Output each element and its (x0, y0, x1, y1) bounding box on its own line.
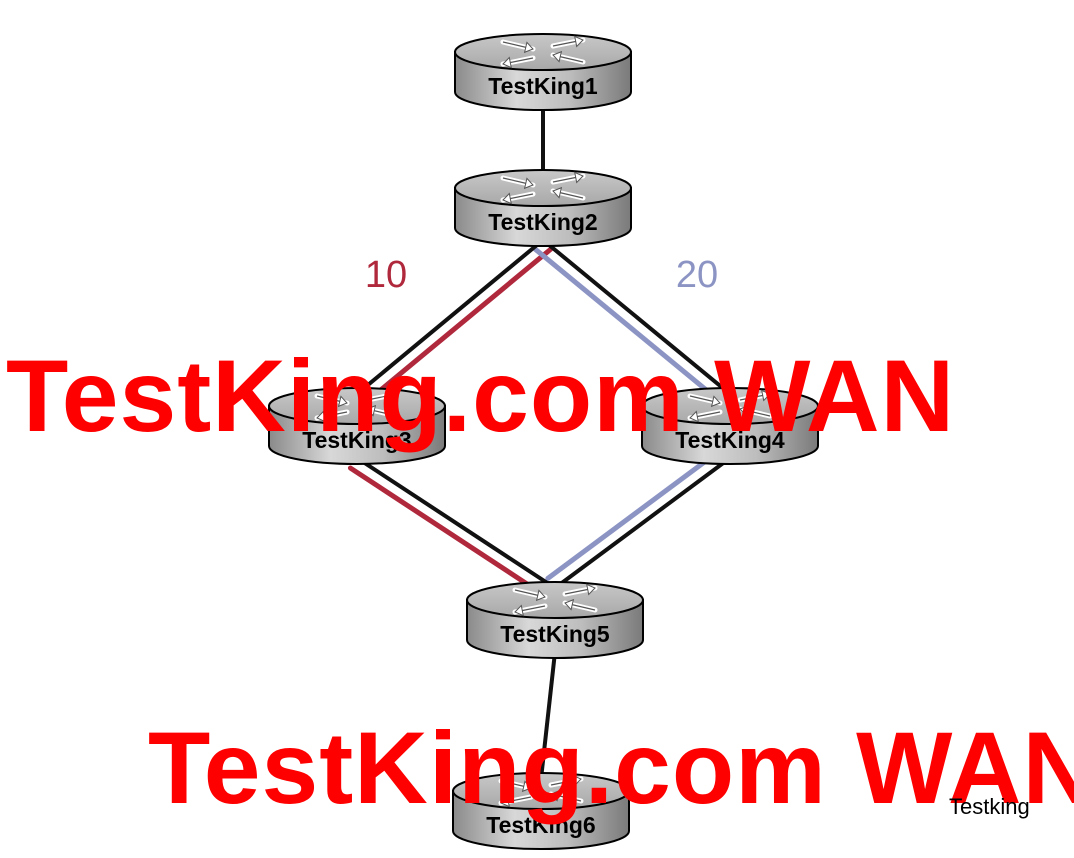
router-icon (466, 581, 644, 659)
network-links (355, 104, 732, 780)
path-segment-metric-20 (532, 246, 725, 406)
router-icon (641, 387, 819, 465)
path-segment-metric-20 (545, 445, 726, 581)
path-metrics: 10 20 (365, 254, 718, 296)
path-metric-label: 20 (676, 254, 718, 296)
router-r2: TestKing2 (454, 169, 632, 247)
credit-text: Testking (949, 794, 1030, 819)
link-r2-r3 (355, 238, 545, 396)
router-label: TestKing4 (675, 427, 785, 453)
router-r5: TestKing5 (466, 581, 644, 659)
router-icon (454, 33, 632, 111)
link-r3-r5 (355, 456, 557, 590)
router-r4: TestKing4 (641, 387, 819, 465)
path-segment-metric-10 (347, 465, 551, 601)
path-segment-metric-10 (362, 246, 554, 406)
router-label: TestKing5 (500, 621, 610, 647)
link-r2-r4 (541, 238, 732, 396)
routing-paths (347, 246, 726, 601)
router-label: TestKing3 (302, 427, 411, 453)
router-icon (452, 772, 630, 850)
link-r5-r6 (539, 651, 557, 780)
router-icon (454, 169, 632, 247)
router-r3: TestKing3 (268, 387, 446, 465)
router-label: TestKing6 (486, 812, 595, 838)
router-label: TestKing2 (488, 209, 597, 235)
watermark-text-top: TestKing.com WAN (6, 339, 956, 453)
link-r4-r5 (553, 456, 732, 590)
router-icon (268, 387, 446, 465)
watermark-text-bottom: TestKing.com WAN (148, 711, 1074, 825)
router-r6: TestKing6 (452, 772, 630, 850)
path-metric-label: 10 (365, 254, 407, 296)
router-r1: TestKing1 (454, 33, 632, 111)
router-label: TestKing1 (488, 73, 598, 99)
